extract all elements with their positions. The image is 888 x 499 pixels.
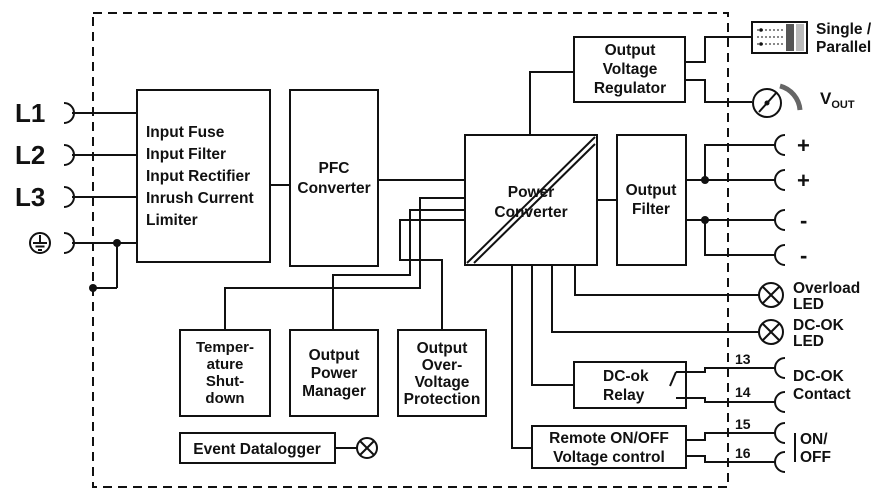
- lamp-icon: [758, 319, 784, 345]
- label-on-off: ON/OFF: [800, 431, 831, 466]
- wiring: [72, 36, 775, 463]
- terminal-16: 16: [735, 445, 751, 461]
- output-terminals: + + - -: [774, 133, 810, 268]
- label-vout: VOUT: [820, 89, 855, 111]
- junction-dot: [113, 239, 121, 247]
- terminal-15: 15: [735, 416, 751, 432]
- junction-dot: [89, 284, 97, 292]
- label-single-parallel: Single /Parallel: [816, 21, 872, 56]
- potentiometer-icon: [752, 83, 803, 118]
- terminal-14: 14: [735, 384, 751, 400]
- housing-outline: [92, 12, 729, 488]
- plus-terminal-label: +: [797, 133, 810, 158]
- input-terminals: L1 L2 L3: [15, 98, 75, 254]
- relay-contact-icon: [669, 371, 686, 399]
- junction-dot: [701, 176, 709, 184]
- lamp-icon: [758, 282, 784, 308]
- terminal-13: 13: [735, 351, 751, 367]
- label-l1: L1: [15, 98, 45, 128]
- minus-terminal-label: -: [800, 208, 807, 233]
- minus-terminal-label: -: [800, 243, 807, 268]
- switch-icon: [751, 21, 808, 54]
- lamp-icon: [356, 437, 378, 459]
- event-datalogger-block: Event Datalogger: [179, 432, 336, 464]
- plus-terminal-label: +: [797, 168, 810, 193]
- ground-icon: [29, 232, 51, 254]
- label-l2: L2: [15, 140, 45, 170]
- junction-dot: [701, 216, 709, 224]
- label-l3: L3: [15, 182, 45, 212]
- svg-text:Event Datalogger: Event Datalogger: [193, 441, 320, 458]
